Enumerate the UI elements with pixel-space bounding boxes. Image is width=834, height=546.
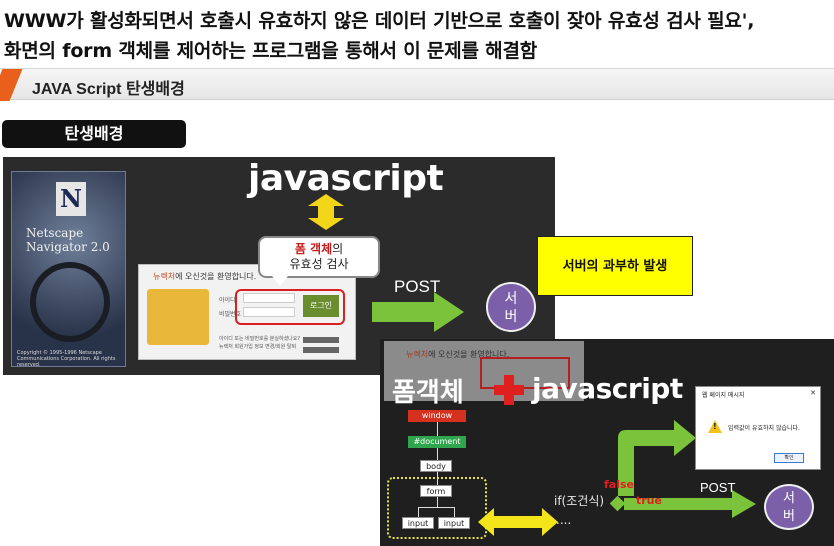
netscape-navigator-logo: N Netscape Navigator 2.0 Copyright © 199… xyxy=(11,171,126,368)
dom-connector xyxy=(437,497,438,507)
find-account-link[interactable]: 아이디 또는 비밀번호를 분실하셨나요? xyxy=(219,336,301,342)
dom-connector xyxy=(418,507,455,508)
dom-node-body: body xyxy=(420,460,452,472)
javascript-title-2: javascript xyxy=(532,372,683,405)
id-field[interactable] xyxy=(243,293,295,303)
code-ellipsis: .... xyxy=(556,513,572,527)
bubble-form-object: 폼 객체 xyxy=(294,242,333,256)
form-group-outline xyxy=(387,477,487,539)
javascript-title: javascript xyxy=(248,158,444,199)
dom-node-input: input xyxy=(402,517,434,529)
folder-icon xyxy=(147,289,209,345)
small-button-1[interactable] xyxy=(303,337,339,343)
if-condition: if(조건식) xyxy=(554,494,605,508)
warning-icon: ! xyxy=(708,420,722,433)
double-arrow-vertical-icon xyxy=(308,194,344,230)
netscape-version: Navigator 2.0 xyxy=(26,240,110,254)
post-label: POST xyxy=(394,277,441,296)
dialog-title: 웹 페이지 메시지 xyxy=(702,392,745,399)
faded-highlight-box xyxy=(480,357,570,389)
dialog-message: 입력값이 유효하지 않습니다. xyxy=(728,425,800,432)
origin-badge: 탄생배경 xyxy=(2,120,186,148)
true-label: true xyxy=(636,494,662,507)
close-icon[interactable]: ✕ xyxy=(810,389,816,397)
netscape-n-logo: N xyxy=(56,182,86,216)
warning-mark: ! xyxy=(713,422,717,431)
dom-connector xyxy=(454,507,455,517)
server-label-bottom: 버 xyxy=(783,509,795,524)
post-arrow-icon xyxy=(372,292,464,332)
bubble-suffix: 의 xyxy=(332,242,344,256)
ship-wheel-icon xyxy=(30,262,110,342)
server-overload-callout: 서버의 과부하 발생 xyxy=(537,236,693,296)
alert-dialog: 웹 페이지 메시지 ✕ ! 입력값이 유효하지 않습니다. 확인 xyxy=(695,386,821,470)
bubble-tail xyxy=(272,276,288,286)
server-circle-2: 서 버 xyxy=(764,484,814,530)
plus-icon xyxy=(494,375,524,405)
id-label: 아이디 xyxy=(219,297,236,304)
netscape-name: Netscape xyxy=(26,226,84,240)
false-label: false xyxy=(604,478,634,491)
double-arrow-icon xyxy=(478,508,558,536)
true-branch-arrow-icon xyxy=(624,490,756,518)
validation-speech-bubble: 폼 객체의 유효성 검사 xyxy=(258,236,380,278)
post-label-2: POST xyxy=(700,480,736,495)
dom-connector xyxy=(437,448,438,460)
section-header-bar: JAVA Script 탄생배경 xyxy=(0,68,834,101)
server-label-bottom: 버 xyxy=(504,309,518,325)
login-highlight-box xyxy=(235,289,345,325)
login-form-card: 뉴렉처에 오신것을 환영합니다. 아이디 비밀번호 로그인 아이디 또는 비밀번… xyxy=(138,264,356,360)
login-button[interactable]: 로그인 xyxy=(303,295,339,317)
dialog-ok-button[interactable]: 확인 xyxy=(774,453,804,463)
password-field[interactable] xyxy=(243,307,295,317)
section-accent-stripe xyxy=(0,69,23,101)
server-label-top: 서 xyxy=(504,291,518,307)
dom-connector xyxy=(418,507,419,517)
section-title: JAVA Script 탄생배경 xyxy=(32,81,185,98)
netscape-copyright: Copyright © 1995-1996 Netscape Communica… xyxy=(17,350,116,368)
login-links: 아이디 또는 비밀번호를 분실하셨나요? 뉴렉처 회원가입 정보 변경/회원 탈… xyxy=(219,335,300,351)
small-button-2[interactable] xyxy=(303,347,339,353)
form-object-title: 폼객체 xyxy=(392,378,464,408)
faded-login-card: 뉴렉처에 오신것을 환영합니다. xyxy=(384,341,584,401)
dom-node-window: window xyxy=(408,410,466,422)
server-circle: 서 버 xyxy=(486,282,536,332)
signup-link[interactable]: 뉴렉처 회원가입 정보 변경/회원 탈퇴 xyxy=(219,344,297,350)
password-label: 비밀번호 xyxy=(219,311,242,318)
bubble-validation-text: 유효성 검사 xyxy=(289,257,349,271)
faded-welcome: 뉴렉처에 오신것을 환영합니다. xyxy=(406,350,510,359)
dom-node-input: input xyxy=(438,517,470,529)
headline-line-2: 화면의 form 객체를 제어하는 프로그램을 통해서 이 문제를 해결함 xyxy=(4,40,538,62)
server-label-top: 서 xyxy=(783,491,795,506)
dom-connector xyxy=(437,422,438,436)
dom-node-form: form xyxy=(420,485,452,497)
dom-node-document: #document xyxy=(408,436,466,448)
login-welcome: 뉴렉처에 오신것을 환영합니다. xyxy=(153,272,257,281)
headline-line-1: WWW가 활성화되면서 호출시 유효하지 않은 데이터 기반으로 호출이 잦아 … xyxy=(4,10,755,32)
false-branch-arrow-icon xyxy=(618,420,696,496)
